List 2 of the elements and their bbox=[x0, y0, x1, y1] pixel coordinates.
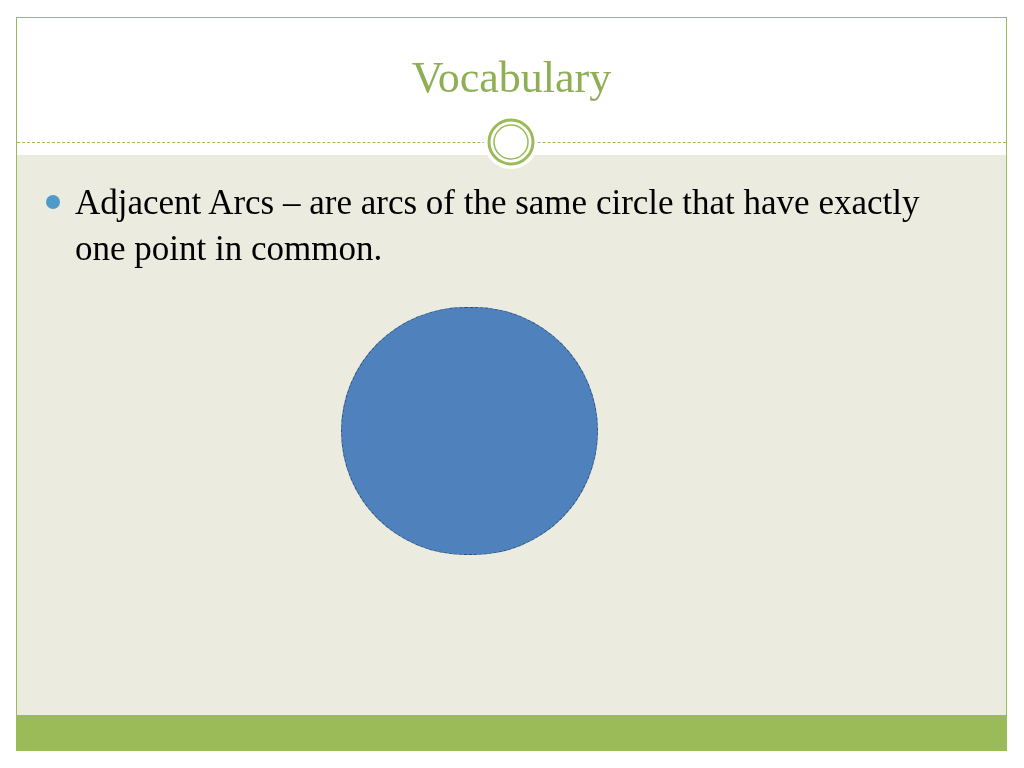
title: Vocabulary bbox=[410, 52, 613, 104]
definition-text: Adjacent Arcs – are arcs of the same circle that have exactly one point in common. bbox=[75, 182, 921, 270]
